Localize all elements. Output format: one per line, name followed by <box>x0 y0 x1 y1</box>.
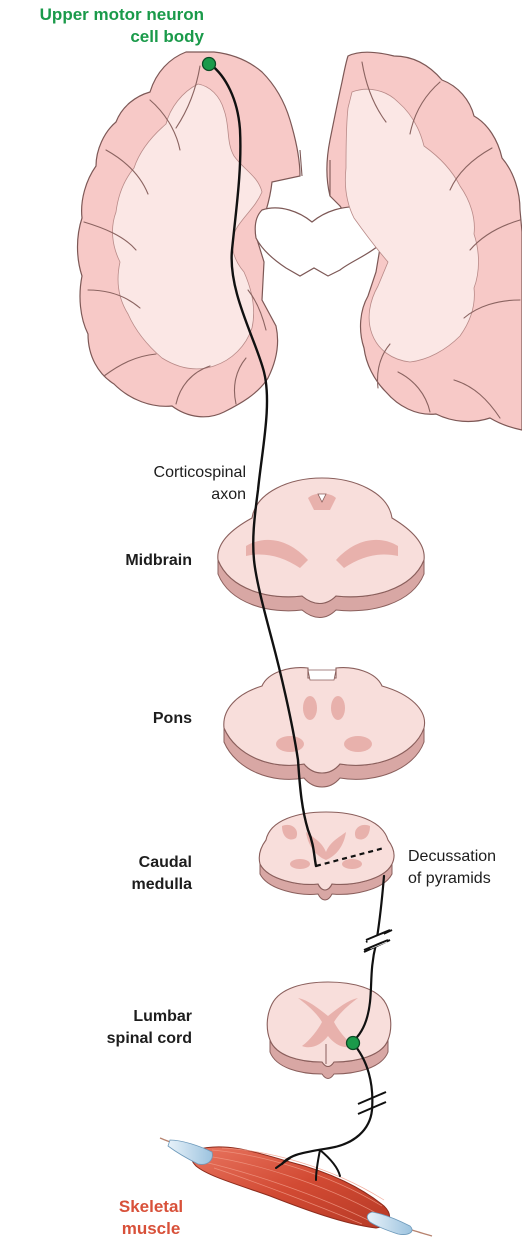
label-skeletal-line2: muscle <box>106 1218 196 1240</box>
label-caudal-medulla-line2: medulla <box>80 874 192 896</box>
label-pons: Pons <box>80 708 192 730</box>
label-corticospinal-line2: axon <box>96 484 246 506</box>
label-decussation-line1: Decussation <box>408 846 522 868</box>
label-caudal-medulla: Caudal medulla <box>80 852 192 896</box>
label-skeletal-muscle: Skeletal muscle <box>106 1196 196 1240</box>
midbrain-section <box>218 478 424 618</box>
lower-motor-neuron-cell-body <box>347 1037 360 1050</box>
label-caudal-medulla-line1: Caudal <box>80 852 192 874</box>
label-corticospinal-axon: Corticospinal axon <box>96 462 246 506</box>
lumbar-spinal-cord-section <box>267 982 391 1079</box>
upper-motor-neuron-cell-body <box>203 58 216 71</box>
label-skeletal-line1: Skeletal <box>106 1196 196 1218</box>
pons-section <box>224 668 425 787</box>
label-lumbar-line2: spinal cord <box>40 1028 192 1050</box>
label-corticospinal-line1: Corticospinal <box>96 462 246 484</box>
proximal-tendon <box>168 1140 212 1164</box>
skeletal-muscle <box>160 1138 432 1236</box>
label-upper-motor-neuron-line1: Upper motor neuron <box>0 4 204 26</box>
label-decussation: Decussation of pyramids <box>408 846 522 890</box>
label-upper-motor-neuron: Upper motor neuron cell body <box>0 4 204 48</box>
label-midbrain: Midbrain <box>80 550 192 572</box>
midline-fissure <box>300 150 330 196</box>
brain-coronal-section <box>78 52 522 430</box>
label-decussation-line2: of pyramids <box>408 868 522 890</box>
caudal-medulla-section <box>259 812 394 900</box>
label-lumbar-spinal-cord: Lumbar spinal cord <box>40 1006 192 1050</box>
label-upper-motor-neuron-line2: cell body <box>0 26 204 48</box>
label-lumbar-line1: Lumbar <box>40 1006 192 1028</box>
